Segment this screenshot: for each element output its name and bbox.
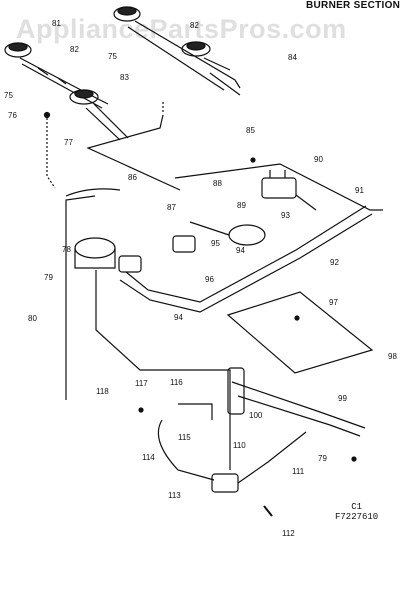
callout-100: 100 [249,411,263,420]
callout-75b: 75 [108,52,117,61]
callout-87: 87 [167,203,176,212]
diagram-code-line2: F7227610 [335,512,379,522]
callout-90: 90 [314,155,323,164]
callout-85: 85 [246,126,255,135]
callout-115: 115 [178,433,191,442]
callout-117: 117 [135,379,148,388]
callout-83: 83 [120,73,129,82]
callout-75a: 75 [4,91,13,100]
callout-81: 81 [52,19,61,28]
callout-84: 84 [288,53,297,62]
callout-110: 110 [233,441,246,450]
callout-82: 82 [70,45,79,54]
callout-97: 97 [329,298,338,307]
diagram-code-line1: C1 [351,502,363,512]
callout-80: 80 [28,314,37,323]
burner-left [4,42,109,109]
burner-right-back [181,41,231,71]
callout-79a: 79 [44,273,53,282]
callout-89: 89 [237,201,246,210]
watermark: AppliancePartsPros.com [16,14,347,44]
diagram-title: BURNER SECTION [306,0,401,11]
callout-113: 113 [168,491,181,500]
callout-79b: 79 [318,454,327,463]
callout-77: 77 [64,138,73,147]
valve-center [118,235,196,273]
callout-114: 114 [142,453,155,462]
callout-78: 78 [62,245,71,254]
valve-90 [261,170,317,211]
callout-91: 91 [355,186,364,195]
broil-assembly [157,367,307,493]
callout-88: 88 [213,179,222,188]
callout-76: 76 [8,111,17,120]
callout-labels: 81 82 82 75 75 84 83 76 77 85 90 86 88 91 87 89 93 78 95 79… [4,19,397,538]
callout-95: 95 [211,239,220,248]
callout-94a: 94 [236,246,245,255]
callout-116: 116 [170,378,183,387]
regulator-78 [74,237,116,269]
callout-94b: 94 [174,313,183,322]
burner-left-front [69,89,129,141]
callout-98: 98 [388,352,397,361]
callout-118: 118 [96,387,109,396]
callout-82b: 82 [190,21,199,30]
callout-93: 93 [281,211,290,220]
callout-96: 96 [205,275,214,284]
callout-112: 112 [282,529,295,538]
callout-111: 111 [292,467,305,476]
callout-99: 99 [338,394,347,403]
callout-92: 92 [330,258,339,267]
parts-drawing [4,6,383,517]
callout-86: 86 [128,173,137,182]
burner-right-top [113,6,241,96]
diagram-code: C1 F7227610 [335,502,378,522]
valve-89 [189,221,266,246]
